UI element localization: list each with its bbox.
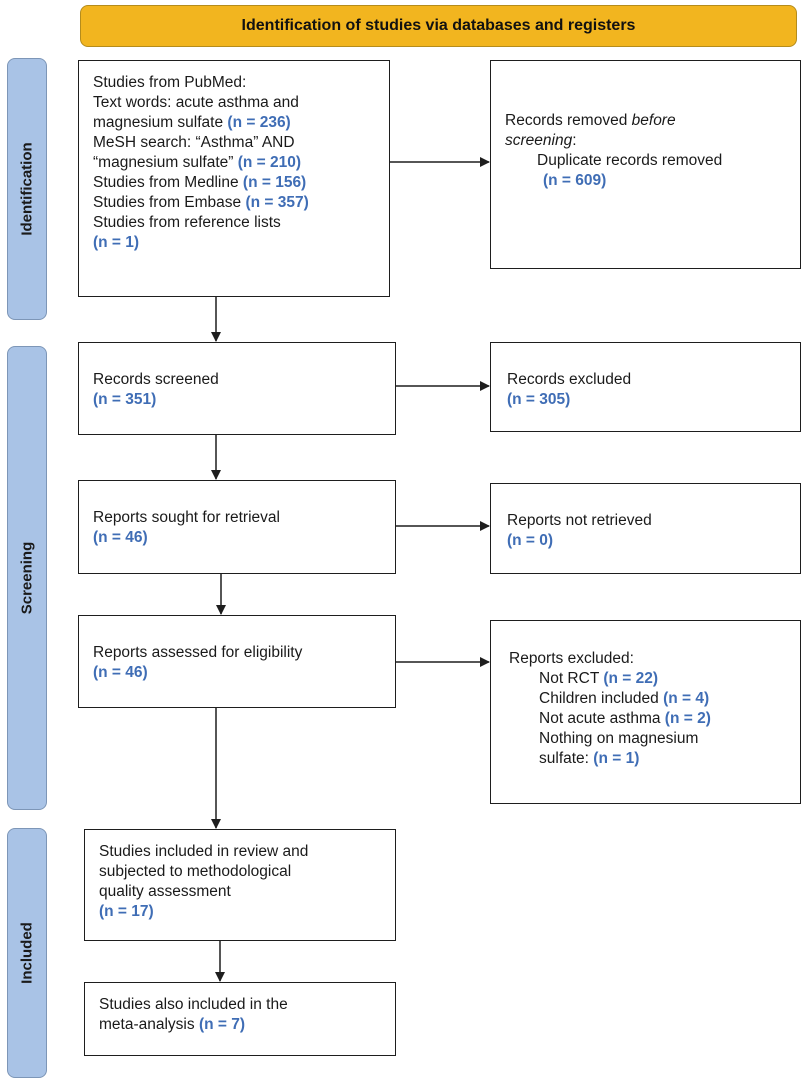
reports-excluded-line: Nothing on magnesium <box>539 730 699 747</box>
sources-text: magnesium sulfate <box>93 114 224 131</box>
screened-count: (n = 351) <box>93 391 157 408</box>
sources-text: “magnesium sulfate” <box>93 154 234 171</box>
box-reports-excluded: Reports excluded: Not RCT (n = 22) Child… <box>490 620 801 804</box>
excluded-count: (n = 305) <box>507 391 571 408</box>
sources-line: Studies from Embase (n = 357) <box>93 193 375 213</box>
reason-text: Not RCT <box>539 670 600 687</box>
reason-count: (n = 4) <box>663 690 710 707</box>
meta-count: (n = 7) <box>198 1016 246 1033</box>
reason-count: (n = 1) <box>593 750 640 767</box>
reason-count: (n = 2) <box>664 710 711 727</box>
header-title: Identification of studies via databases … <box>241 17 636 34</box>
removed-count: (n = 609) <box>543 172 607 189</box>
removed-text: Records removed <box>505 112 632 129</box>
sources-count: (n = 156) <box>242 174 307 191</box>
removed-text-italic: before <box>631 112 676 129</box>
removed-text: : <box>572 132 577 149</box>
removed-line: Records removed before <box>505 111 786 131</box>
reason-text: Not acute asthma <box>539 710 661 727</box>
assessed-label: Reports assessed for eligibility <box>93 644 303 661</box>
sought-count: (n = 46) <box>93 529 148 546</box>
sources-text: Studies from Embase <box>93 194 242 211</box>
box-records-screened: Records screened (n = 351) <box>78 342 396 435</box>
reports-excluded-line: Not acute asthma (n = 2) <box>509 709 782 729</box>
excluded-label: Records excluded <box>507 371 632 388</box>
included-count: (n = 17) <box>99 903 154 920</box>
sources-count: (n = 210) <box>237 154 302 171</box>
sought-label: Reports sought for retrieval <box>93 509 280 526</box>
sources-count: (n = 236) <box>227 114 291 131</box>
not-retrieved-count: (n = 0) <box>507 532 554 549</box>
reports-excluded-line: Children included (n = 4) <box>509 689 782 709</box>
meta-line: meta-analysis (n = 7) <box>99 1015 381 1035</box>
box-studies-included: Studies included in review and subjected… <box>84 829 396 941</box>
phase-screening: Screening <box>7 346 47 810</box>
removed-line: screening: <box>505 131 786 151</box>
phase-included: Included <box>7 828 47 1078</box>
removed-text-italic: screening <box>505 132 573 149</box>
not-retrieved-label: Reports not retrieved <box>507 512 652 529</box>
box-records-excluded: Records excluded (n = 305) <box>490 342 801 432</box>
box-reports-not-retrieved: Reports not retrieved (n = 0) <box>490 483 801 574</box>
sources-text: Studies from Medline <box>93 174 239 191</box>
reports-excluded-label: Reports excluded: <box>509 650 634 667</box>
sources-count: (n = 357) <box>245 194 309 211</box>
reason-count: (n = 22) <box>603 670 659 687</box>
reason-text: sulfate: <box>539 750 589 767</box>
header-banner: Identification of studies via databases … <box>80 5 797 47</box>
sources-line: Text words: acute asthma and <box>93 94 299 111</box>
phase-identification: Identification <box>7 58 47 320</box>
sources-line: MeSH search: “Asthma” AND <box>93 134 295 151</box>
screened-label: Records screened <box>93 371 219 388</box>
box-sources: Studies from PubMed: Text words: acute a… <box>78 60 390 297</box>
meta-line: Studies also included in the <box>99 996 288 1013</box>
sources-line: Studies from Medline (n = 156) <box>93 173 375 193</box>
reports-excluded-line: Not RCT (n = 22) <box>509 669 782 689</box>
removed-line: Duplicate records removed <box>537 152 723 169</box>
box-reports-sought: Reports sought for retrieval (n = 46) <box>78 480 396 574</box>
sources-line: magnesium sulfate (n = 236) <box>93 113 375 133</box>
included-line: subjected to methodological <box>99 863 292 880</box>
included-line: quality assessment <box>99 883 231 900</box>
sources-line: “magnesium sulfate” (n = 210) <box>93 153 375 173</box>
reports-excluded-line: sulfate: (n = 1) <box>509 749 782 769</box>
included-line: Studies included in review and <box>99 843 309 860</box>
box-records-removed: Records removed before screening: Duplic… <box>490 60 801 269</box>
sources-line: Studies from PubMed: <box>93 74 247 91</box>
box-reports-assessed: Reports assessed for eligibility (n = 46… <box>78 615 396 708</box>
assessed-count: (n = 46) <box>93 664 148 681</box>
box-meta-analysis: Studies also included in the meta-analys… <box>84 982 396 1056</box>
reason-text: Children included <box>539 690 659 707</box>
sources-count: (n = 1) <box>93 234 140 251</box>
meta-text: meta-analysis <box>99 1016 195 1033</box>
sources-line: Studies from reference lists <box>93 214 281 231</box>
